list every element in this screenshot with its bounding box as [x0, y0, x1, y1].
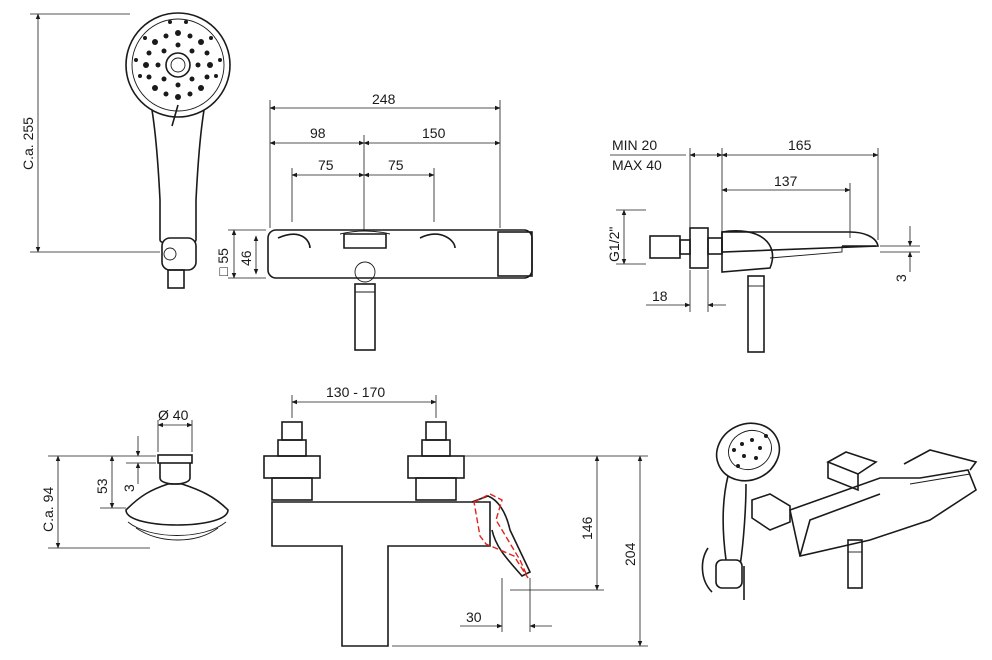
dim-holder-offset: 53: [94, 478, 110, 494]
handshower-front-view: C.a. 255: [20, 12, 231, 289]
dim-right-inlet: 75: [388, 157, 404, 173]
mixer-top-view: 248 98 150 75 75 □ 55 46: [215, 91, 533, 351]
dim-overall-width: 248: [372, 91, 396, 107]
mixer-side-view: MIN 20 MAX 40 165 137 G1/2" 18 3: [606, 137, 920, 353]
dim-wall-max: MAX 40: [612, 157, 662, 173]
dim-centres: 130 - 170: [326, 384, 385, 400]
dim-lever-height: 146: [579, 516, 595, 540]
dim-left-offset: 98: [310, 125, 326, 141]
dim-total-height: 204: [622, 542, 638, 566]
dim-eccentric: 18: [652, 288, 668, 304]
dim-wall-min: MIN 20: [612, 137, 657, 153]
dim-body-height: 46: [238, 250, 254, 266]
dim-projection: 165: [788, 137, 812, 153]
dim-spout-drop: 3: [893, 274, 909, 282]
spray-nozzles: [134, 20, 222, 100]
dim-handshower-length: C.a. 255: [20, 117, 36, 170]
dim-holder-rim: 3: [121, 484, 137, 492]
dim-spout-projection: 137: [774, 173, 798, 189]
dim-thread: G1/2": [606, 227, 622, 262]
dim-holder-diameter: Ø 40: [158, 407, 189, 423]
dim-lever-clearance: 30: [466, 609, 482, 625]
shower-holder-view: Ø 40 C.a. 94 53 3: [40, 407, 229, 549]
mixer-front-view: 130 - 170 146 204 30: [263, 384, 648, 647]
dim-body-square: □ 55: [215, 248, 231, 276]
dim-right-offset: 150: [422, 125, 446, 141]
dim-holder-depth: C.a. 94: [40, 487, 56, 532]
isometric-view: [701, 422, 978, 600]
dim-left-inlet: 75: [318, 157, 334, 173]
